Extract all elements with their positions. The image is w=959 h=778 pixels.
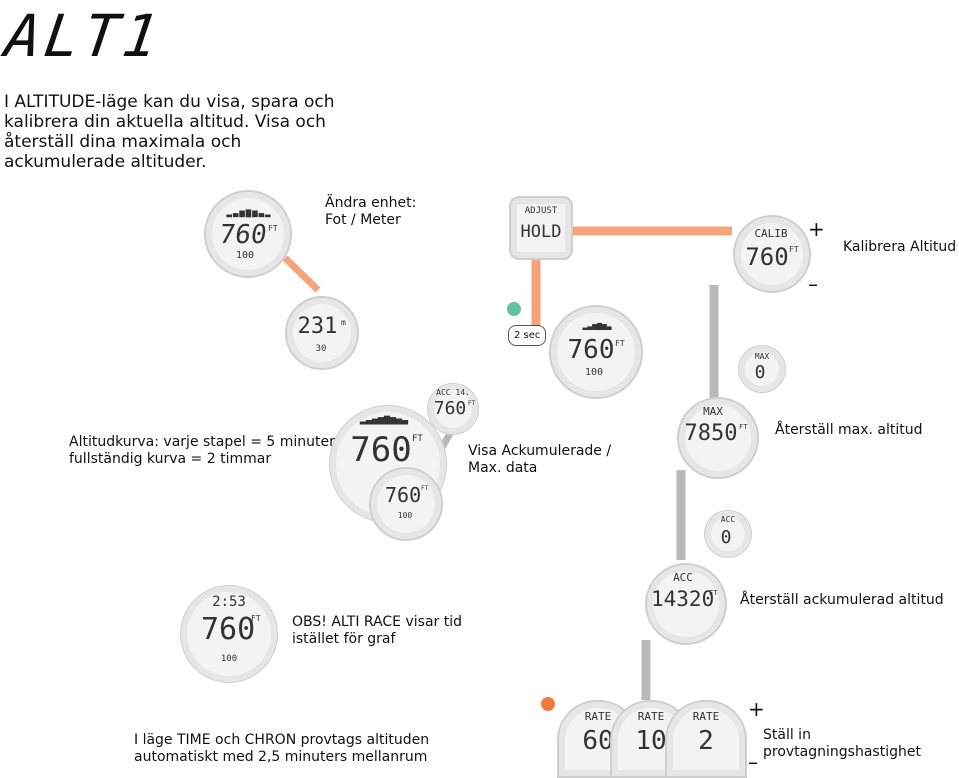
sampling-note-label: I läge TIME och CHRON provtags altituden… (134, 732, 430, 765)
watch-race-sub: 100 (220, 654, 238, 664)
watch-adjust: ADJUST HOLD (509, 196, 573, 260)
watch-center: ▂▃▅▆▅▃ 760 FT 100 (549, 305, 643, 399)
graph-label: Altitudkurva: varje stapel = 5 minuter; … (69, 434, 340, 467)
reset-acc-label: Återställ ackumulerad altitud (740, 592, 944, 608)
watch-graph-small-sub: 100 (397, 511, 413, 520)
watch-max-small-value: 0 (754, 362, 766, 383)
watch-center-value: 760 (567, 335, 615, 365)
race-note-label: OBS! ALTI RACE visar tid istället för gr… (292, 614, 462, 647)
intro-text: I ALTITUDE-läge kan du visa, spara och k… (4, 92, 335, 172)
orange-indicator-dot (541, 697, 555, 711)
watch-acc-unit: FT (709, 589, 718, 597)
watch-rate-2-value: 10 (635, 726, 667, 756)
watch-acc-small-top: ACC (720, 515, 736, 524)
watch-race-value: 760 (201, 612, 256, 647)
watch-acc14-value: 760 (433, 398, 467, 419)
watch-rate-3-top: RATE (692, 710, 720, 723)
watch-acc-value: 14320 (651, 587, 715, 611)
watch-calib-value: 760 (745, 243, 789, 271)
watch-acc-small-value: 0 (720, 527, 732, 548)
watch-center-unit: FT (615, 339, 625, 348)
rate-plus: + (748, 697, 765, 721)
watch-race-unit: FT (251, 614, 261, 623)
watch-graph-small: 760 FT 100 (369, 467, 443, 541)
graph-big-bars: ▂▃▄▅▆▅▄▃ (359, 414, 409, 425)
watch-graph-big-unit: FT (412, 434, 423, 444)
altitude-graph-bars: ▂▃▅▆▅▃▂ (226, 208, 272, 218)
change-unit-label: Ändra enhet: Fot / Meter (325, 195, 417, 228)
reset-max-label: Återställ max. altitud (775, 422, 923, 438)
watch-meter-sub: 30 (315, 344, 327, 354)
watch-meter-unit: m (341, 318, 346, 327)
center-graph-bars: ▂▃▅▆▅▃ (582, 321, 612, 330)
watch-rate-1-value: 60 (582, 726, 614, 756)
watch-rate-1-top: RATE (584, 710, 612, 723)
watch-race-top: 2:53 (212, 594, 246, 610)
watch-acc: ACC 14320 FT (645, 563, 727, 645)
watch-race: 2:53 760 FT 100 (180, 585, 278, 683)
watch-rate-2-top: RATE (637, 710, 665, 723)
calibrate-label: Kalibrera Altitud (843, 239, 957, 255)
watch-main-value: 760 (217, 220, 269, 250)
watch-meter: 231 m 30 (285, 296, 359, 370)
watch-acc-small: ACC 0 (704, 510, 752, 558)
watch-calib-top: CALIB (754, 227, 788, 240)
watch-graph-small-unit: FT (421, 485, 429, 492)
watch-max-small-top: MAX (754, 352, 770, 361)
view-acc-label: Visa Ackumulerade / Max. data (468, 443, 612, 476)
watch-acc14: ACC 14. 760 FT (427, 383, 479, 435)
watch-rate-3: RATE 2 (665, 700, 747, 778)
watch-meter-value: 231 (297, 314, 338, 339)
watch-acc14-unit: FT (468, 400, 476, 407)
watch-acc14-top: ACC 14. (436, 388, 470, 397)
watch-graph-small-value: 760 (385, 483, 422, 507)
watch-max-value: 7850 (684, 421, 738, 446)
calib-plus: + (808, 217, 825, 241)
set-rate-label: Ställ in provtagningshastighet (763, 727, 921, 760)
watch-adjust-top: ADJUST (524, 206, 558, 216)
watch-max-unit: FT (739, 423, 748, 431)
watch-calib: CALIB 760 FT (733, 215, 811, 293)
watch-calib-unit: FT (789, 245, 799, 254)
watch-adjust-value: HOLD (520, 222, 562, 242)
watch-max-top: MAX (703, 405, 723, 418)
orange-connector-unit (282, 255, 321, 293)
rate-minus: – (748, 750, 758, 774)
two-second-badge: 2 sec (508, 325, 547, 346)
watch-rate-3-value: 2 (698, 726, 714, 756)
watch-max-small: MAX 0 (738, 345, 786, 393)
watch-center-sub: 100 (584, 367, 604, 378)
watch-graph-big-value: 760 (350, 430, 412, 470)
calib-minus: – (808, 272, 818, 296)
watch-main-sub: 100 (235, 250, 255, 261)
teal-indicator-dot (507, 302, 521, 316)
watch-main: ▂▃▅▆▅▃▂ 760 FT 100 (204, 190, 292, 278)
watch-main-unit: FT (268, 224, 278, 233)
watch-max: MAX 7850 FT (677, 397, 759, 479)
watch-acc-top: ACC (673, 571, 693, 584)
